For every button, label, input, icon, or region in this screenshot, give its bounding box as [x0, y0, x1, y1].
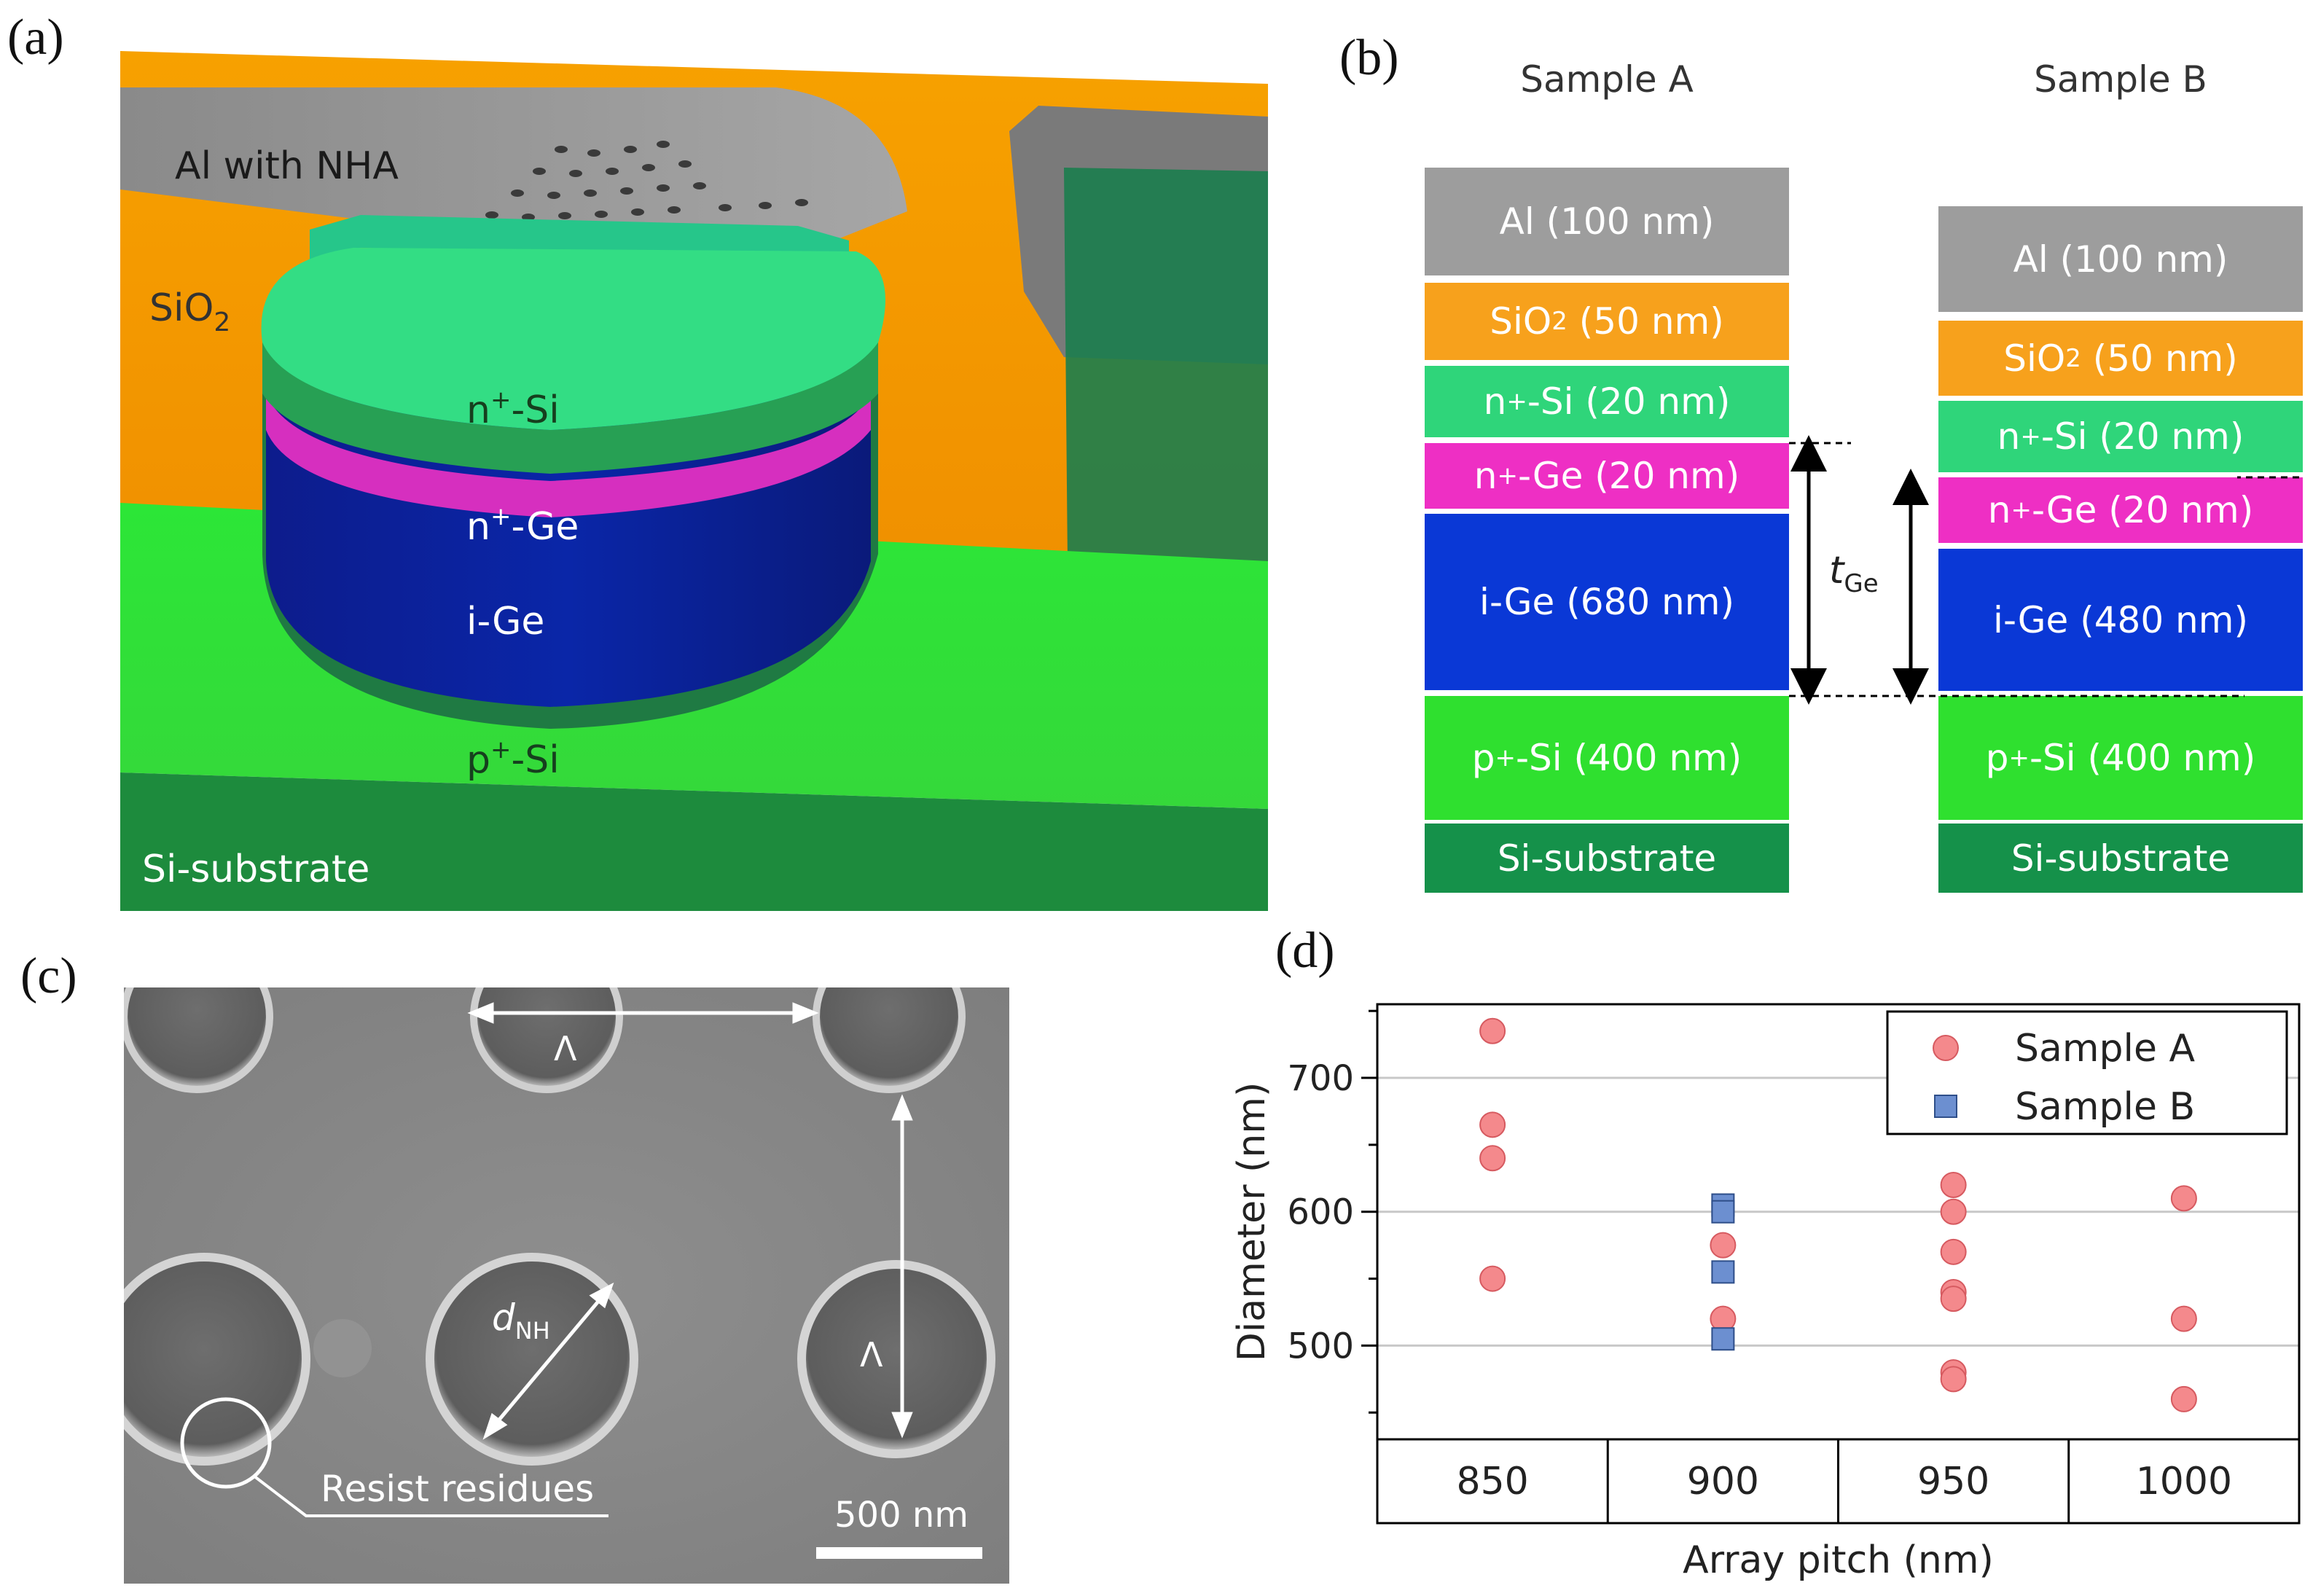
data-point-sample-a — [1479, 1017, 1506, 1044]
nanohole-array — [485, 141, 808, 221]
layer-n-si: n+-Si (20 nm) — [1938, 401, 2303, 472]
legend-label: Sample A — [2015, 1027, 2196, 1071]
x-category-label: 950 — [1917, 1460, 1989, 1503]
panel-label-d: (d) — [1275, 923, 1335, 979]
label-al-nha: Al with NHA — [175, 144, 399, 188]
layer-n-ge: n+-Ge (20 nm) — [1938, 477, 2303, 543]
si-substrate — [120, 772, 1268, 911]
data-point-sample-a — [1710, 1232, 1737, 1259]
layer-n-ge: n+-Ge (20 nm) — [1425, 443, 1789, 509]
label-n-ge: n+-Ge — [466, 502, 579, 549]
data-point-sample-a — [1940, 1286, 1967, 1313]
layer-ige: i-Ge (680 nm) — [1425, 514, 1789, 690]
layer-ige: i-Ge (480 nm) — [1938, 549, 2303, 691]
y-tick-label: 700 — [1287, 1058, 1354, 1099]
label-i-ge: i-Ge — [466, 600, 544, 644]
t-ge-label: tGe — [1829, 549, 1879, 598]
x-category-label: 900 — [1687, 1460, 1759, 1503]
resist-callout-circle — [180, 1397, 272, 1489]
data-point-sample-a — [1479, 1111, 1506, 1138]
d-nh-label: dNH — [492, 1296, 550, 1345]
data-point-sample-a — [1940, 1171, 1967, 1198]
data-point-sample-a — [1479, 1145, 1506, 1172]
layer-si-substrate: Si-substrate — [1425, 824, 1789, 893]
y-tick-label: 600 — [1287, 1192, 1354, 1233]
data-point-sample-a — [2170, 1385, 2197, 1412]
data-point-sample-b — [1711, 1200, 1735, 1224]
panel-label-c: (c) — [20, 948, 77, 1004]
data-point-sample-a — [1940, 1238, 1967, 1265]
lambda-label-vertical: Λ — [860, 1335, 883, 1374]
resist-residues-label: Resist residues — [321, 1468, 594, 1510]
data-point-sample-a — [1940, 1198, 1967, 1225]
data-point-sample-b — [1711, 1327, 1735, 1351]
device-3d-schematic: Al with NHA SiO2 n+-Si n+-Ge i-Ge p+-Si … — [120, 51, 1268, 911]
layer-n-si: n+-Si (20 nm) — [1425, 366, 1789, 437]
layer-al: Al (100 nm) — [1425, 168, 1789, 275]
scale-bar — [816, 1547, 982, 1559]
x-category-label: 850 — [1456, 1460, 1528, 1503]
x-category-label: 1000 — [2136, 1460, 2232, 1503]
data-point-sample-a — [1940, 1366, 1967, 1393]
data-point-sample-a — [2170, 1305, 2197, 1332]
sem-image: Λ Λ dNH Resist residues 500 nm — [124, 987, 1009, 1584]
label-sio2: SiO2 — [149, 286, 230, 337]
nanoholes — [124, 987, 995, 1466]
data-point-sample-b — [1711, 1260, 1735, 1284]
label-p-si: p+-Si — [466, 735, 560, 782]
scale-bar-label: 500 nm — [834, 1495, 968, 1536]
data-point-sample-a — [2170, 1185, 2197, 1212]
layer-p-si: p+-Si (400 nm) — [1938, 696, 2303, 820]
lambda-label-horizontal: Λ — [554, 1029, 577, 1068]
y-axis-label: Diameter (nm) — [1230, 1082, 1274, 1361]
panel-label-a: (a) — [7, 9, 64, 66]
layer-si-substrate: Si-substrate — [1938, 824, 2303, 893]
layer-p-si: p+-Si (400 nm) — [1425, 696, 1789, 820]
n-si-top — [261, 248, 885, 430]
label-n-si: n+-Si — [466, 386, 560, 432]
thickness-annotation: tGe — [1789, 435, 2299, 705]
y-tick-label: 500 — [1287, 1326, 1354, 1366]
x-axis-label: Array pitch (nm) — [1683, 1538, 1994, 1582]
label-si-substrate: Si-substrate — [142, 848, 369, 891]
layer-al: Al (100 nm) — [1938, 206, 2303, 312]
legend-marker-sample-a — [1933, 1035, 1959, 1061]
legend-label: Sample B — [2015, 1085, 2195, 1129]
data-point-sample-a — [1479, 1265, 1506, 1292]
sample-a-title: Sample A — [1520, 58, 1694, 101]
legend-marker-sample-b — [1934, 1095, 1957, 1118]
sample-b-title: Sample B — [2034, 58, 2207, 101]
panel-label-b: (b) — [1339, 30, 1399, 86]
